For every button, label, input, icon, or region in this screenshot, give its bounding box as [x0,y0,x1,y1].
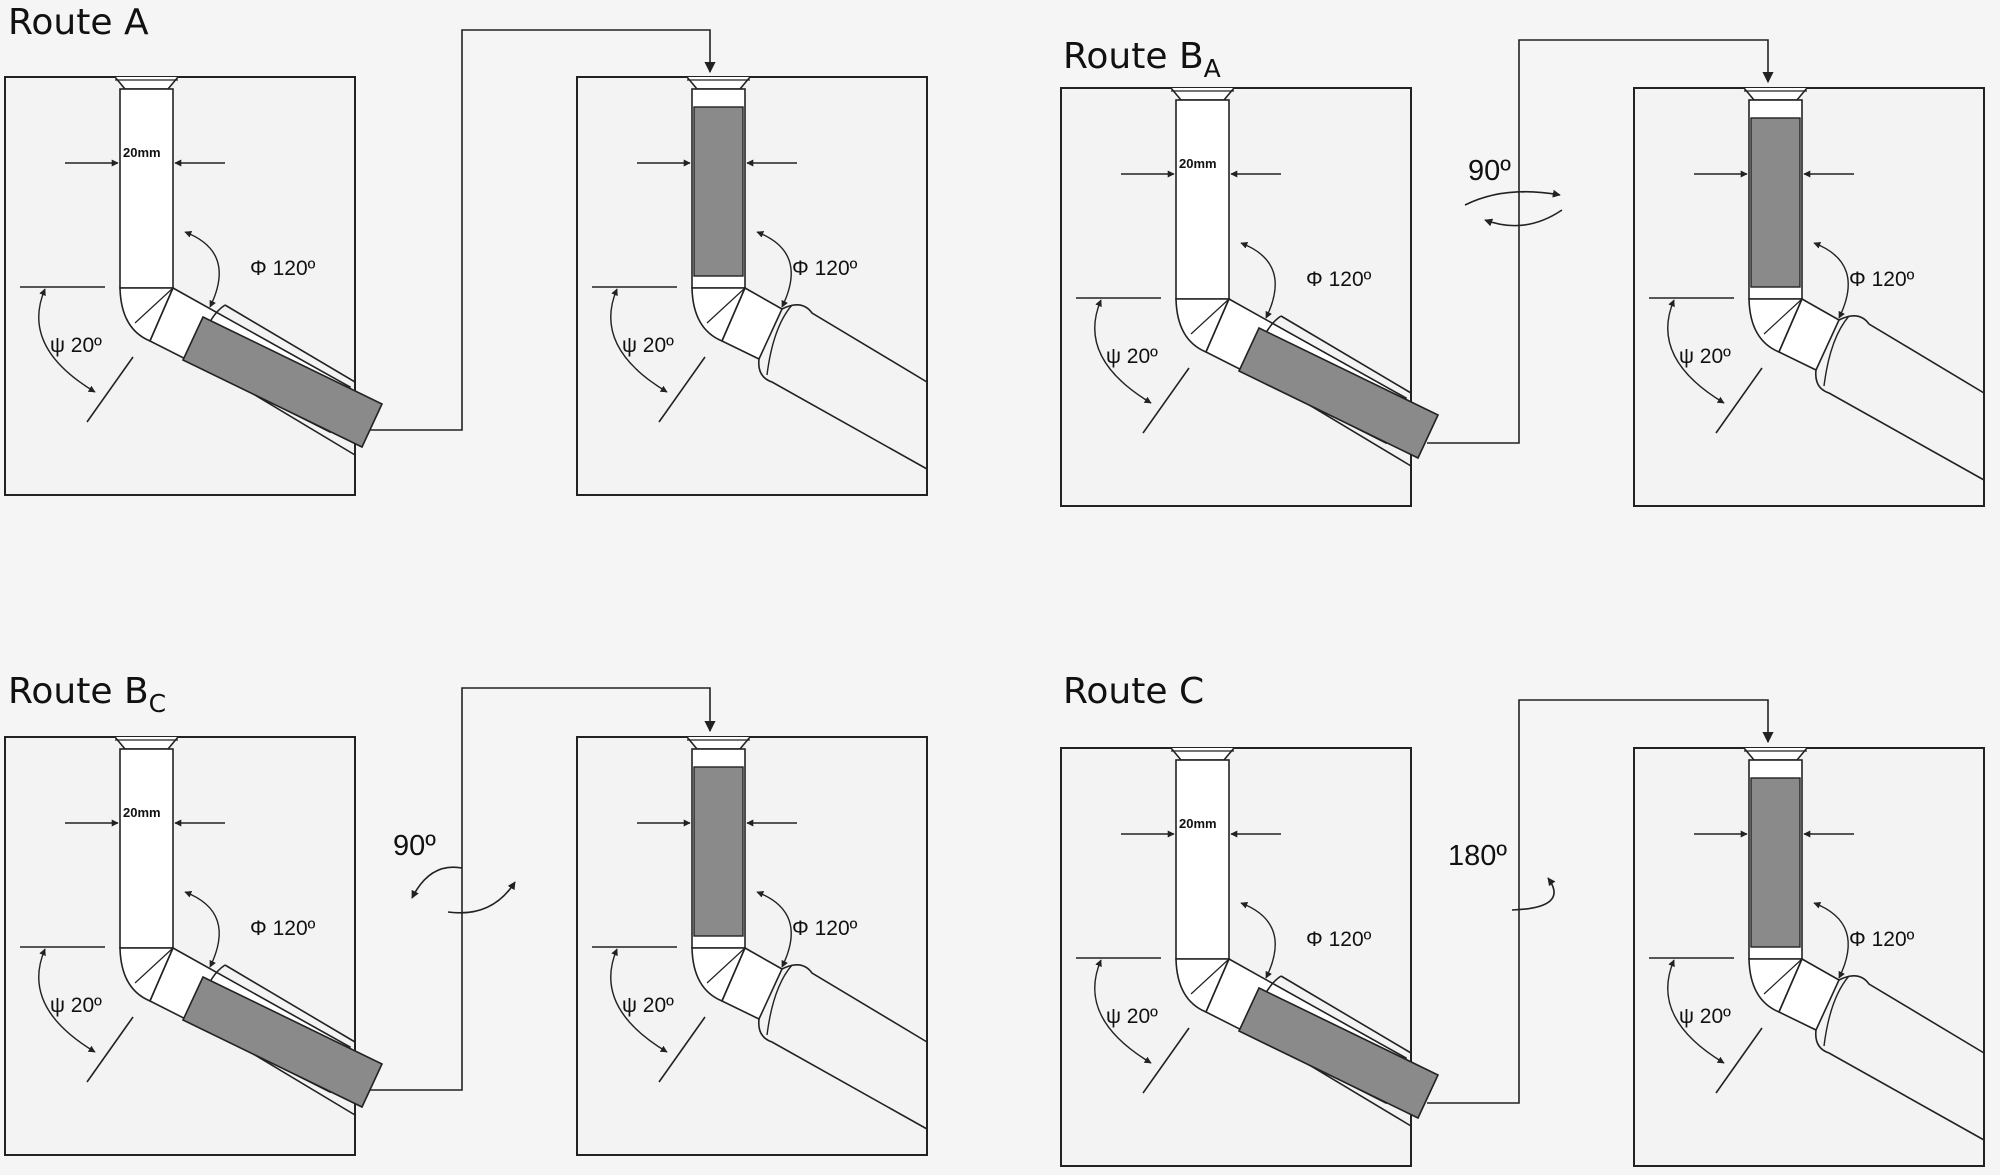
route-ba-die-before: 20mm Φ 120º ψ 20º [1060,87,1440,507]
psi-angle-label: ψ 20º [50,994,102,1017]
route-bc: Route BC 20mm Φ 120º [4,671,928,1156]
die-drawing: 20mm Φ 120º ψ 20º [1060,747,1440,1167]
die-drawing: Φ 120º ψ 20º [576,76,928,496]
rotation-arrow-icon [447,881,516,914]
psi-angle-label: ψ 20º [622,334,674,357]
route-a-transfer-connector [370,29,716,431]
phi-angle-label: Φ 120º [1849,928,1915,951]
route-c-die-after: Φ 120º ψ 20º [1633,747,1985,1167]
psi-angle-label: ψ 20º [1106,1005,1158,1028]
psi-angle-label: ψ 20º [1679,1005,1731,1028]
route-ba-rotation-label: 90º [1468,155,1511,187]
route-bc-rotation-indicator: 90º [393,830,516,914]
psi-angle-label: ψ 20º [622,994,674,1017]
route-c-title: Route C [1063,671,1204,712]
die-drawing: 20mm Φ 120º ψ 20º [1060,87,1440,507]
channel-width-label: 20mm [1179,816,1217,831]
channel-width-label: 20mm [123,145,161,160]
route-bc-title: Route BC [8,671,166,718]
phi-angle-label: Φ 120º [1849,268,1915,291]
route-a-title: Route A [8,2,149,43]
route-c-rotation-label: 180º [1448,840,1507,872]
rotation-arrow-icon [1484,209,1563,227]
phi-angle-label: Φ 120º [250,917,316,940]
psi-angle-label: ψ 20º [50,334,102,357]
route-bc-rotation-label: 90º [393,830,436,862]
route-a-die-before: 20mm Φ 120º ψ 20º [4,76,384,496]
phi-angle-label: Φ 120º [1306,268,1372,291]
die-drawing: Φ 120º ψ 20º [1633,747,1985,1167]
channel-width-label: 20mm [123,805,161,820]
rotation-arrow-icon [411,866,463,899]
route-c: Route C 20mm Φ 120º [1060,671,1985,1167]
channel-width-label: 20mm [1179,156,1217,171]
route-ba-title: Route BA [1063,36,1221,83]
phi-angle-label: Φ 120º [792,257,858,280]
phi-angle-label: Φ 120º [1306,928,1372,951]
psi-angle-label: ψ 20º [1679,345,1731,368]
route-ba: Route BA 20mm Φ 120º [1060,36,1985,507]
route-c-transfer-connector [1427,699,1774,1104]
psi-angle-label: ψ 20º [1106,345,1158,368]
route-bc-die-after: Φ 120º ψ 20º [576,736,928,1156]
die-drawing: Φ 120º ψ 20º [1633,87,1985,507]
route-c-die-before: 20mm Φ 120º ψ 20º [1060,747,1440,1167]
rotation-arrow-icon [1464,189,1561,206]
phi-angle-label: Φ 120º [250,257,316,280]
route-c-rotation-indicator: 180º [1448,840,1556,911]
die-drawing: 20mm Φ 120º ψ 20º [4,76,384,496]
die-drawing: 20mm Φ 120º ψ 20º [4,736,384,1156]
route-bc-die-before: 20mm Φ 120º ψ 20º [4,736,384,1156]
route-a-die-after: Φ 120º ψ 20º [576,76,928,496]
route-ba-die-after: Φ 120º ψ 20º [1633,87,1985,507]
route-bc-transfer-connector [370,687,716,1091]
route-ba-rotation-indicator: 90º [1464,155,1563,227]
route-a: Route A 20mm Φ 120º [4,2,928,496]
die-drawing: Φ 120º ψ 20º [576,736,928,1156]
route-ba-transfer-connector [1427,39,1774,444]
phi-angle-label: Φ 120º [792,917,858,940]
rotation-arrow-icon [1511,877,1556,911]
